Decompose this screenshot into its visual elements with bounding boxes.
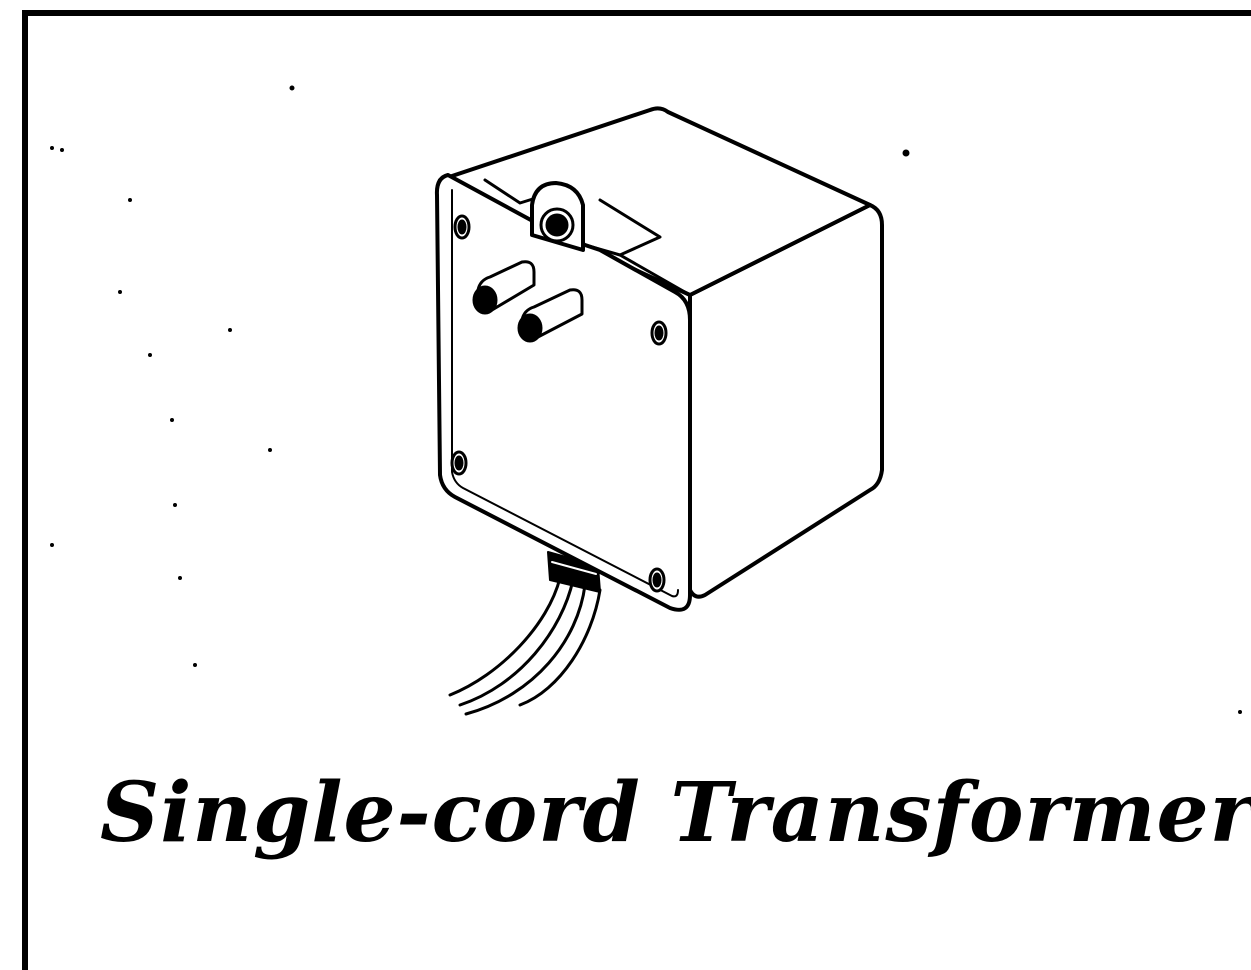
plug-prongs <box>472 260 584 343</box>
mounting-tab <box>530 181 585 252</box>
print-specks <box>50 85 1242 714</box>
figure-caption: Single-cord Transformer <box>100 765 1251 861</box>
figure-frame <box>22 10 1251 970</box>
front-face-rim <box>451 189 679 598</box>
transformer-top-face <box>438 106 872 297</box>
corner-screws <box>450 214 668 593</box>
power-cord <box>448 576 602 716</box>
center-screw-icon <box>545 213 569 237</box>
transformer-side-face <box>688 203 884 599</box>
